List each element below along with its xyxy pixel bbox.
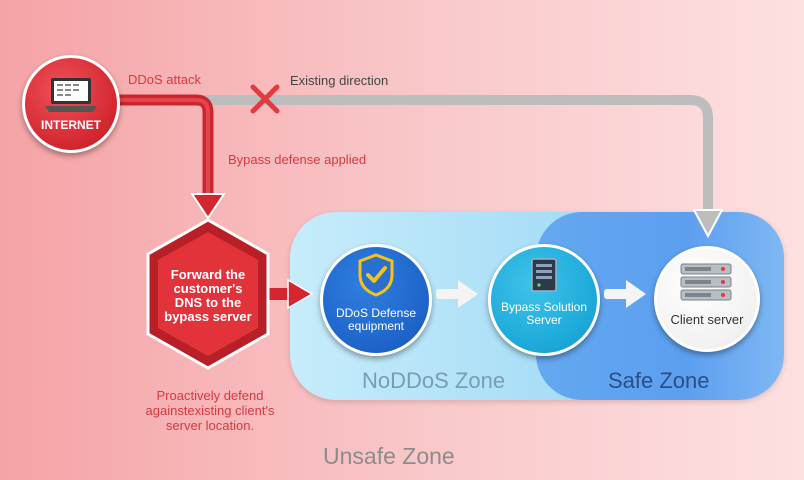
flow-arrow-2: [604, 280, 646, 308]
internet-node: [22, 55, 120, 153]
bypass-server-label: Bypass Solution Server: [500, 300, 588, 327]
safe-zone-title: Safe Zone: [608, 368, 710, 393]
client-server-label: Client server: [670, 312, 744, 327]
existing-direction-path: [118, 95, 724, 239]
forward-dns-label: Forward the customer's DNS to the bypass…: [164, 267, 252, 324]
forward-arrow: [268, 278, 314, 310]
laptop-icon: [45, 78, 97, 112]
existing-direction-label: Existing direction: [290, 73, 389, 88]
noddos-zone-title: NoDDoS Zone: [362, 368, 506, 393]
unsafe-zone-title: Unsafe Zone: [323, 443, 455, 469]
flow-arrow-1: [436, 280, 478, 308]
ddos-defense-node: DDoS Defense equipment: [320, 244, 432, 356]
bypass-defense-label: Bypass defense applied: [228, 152, 367, 167]
ddos-defense-label: DDoS Defense equipment: [335, 306, 417, 333]
internet-label: INTERNET: [41, 118, 101, 132]
client-server-node: Client server: [654, 246, 760, 352]
server-tower-icon: [531, 258, 557, 292]
proactive-defense-label: Proactively defend againstexisting clien…: [145, 388, 275, 433]
forward-dns-hexagon: [146, 218, 270, 370]
shield-check-icon: [358, 253, 394, 297]
ddos-attack-label: DDoS attack: [128, 72, 201, 87]
x-mark-icon: [250, 84, 280, 114]
ddos-attack-path: [112, 94, 226, 220]
server-rack-icon: [680, 263, 732, 301]
bypass-server-node: Bypass Solution Server: [488, 244, 600, 356]
